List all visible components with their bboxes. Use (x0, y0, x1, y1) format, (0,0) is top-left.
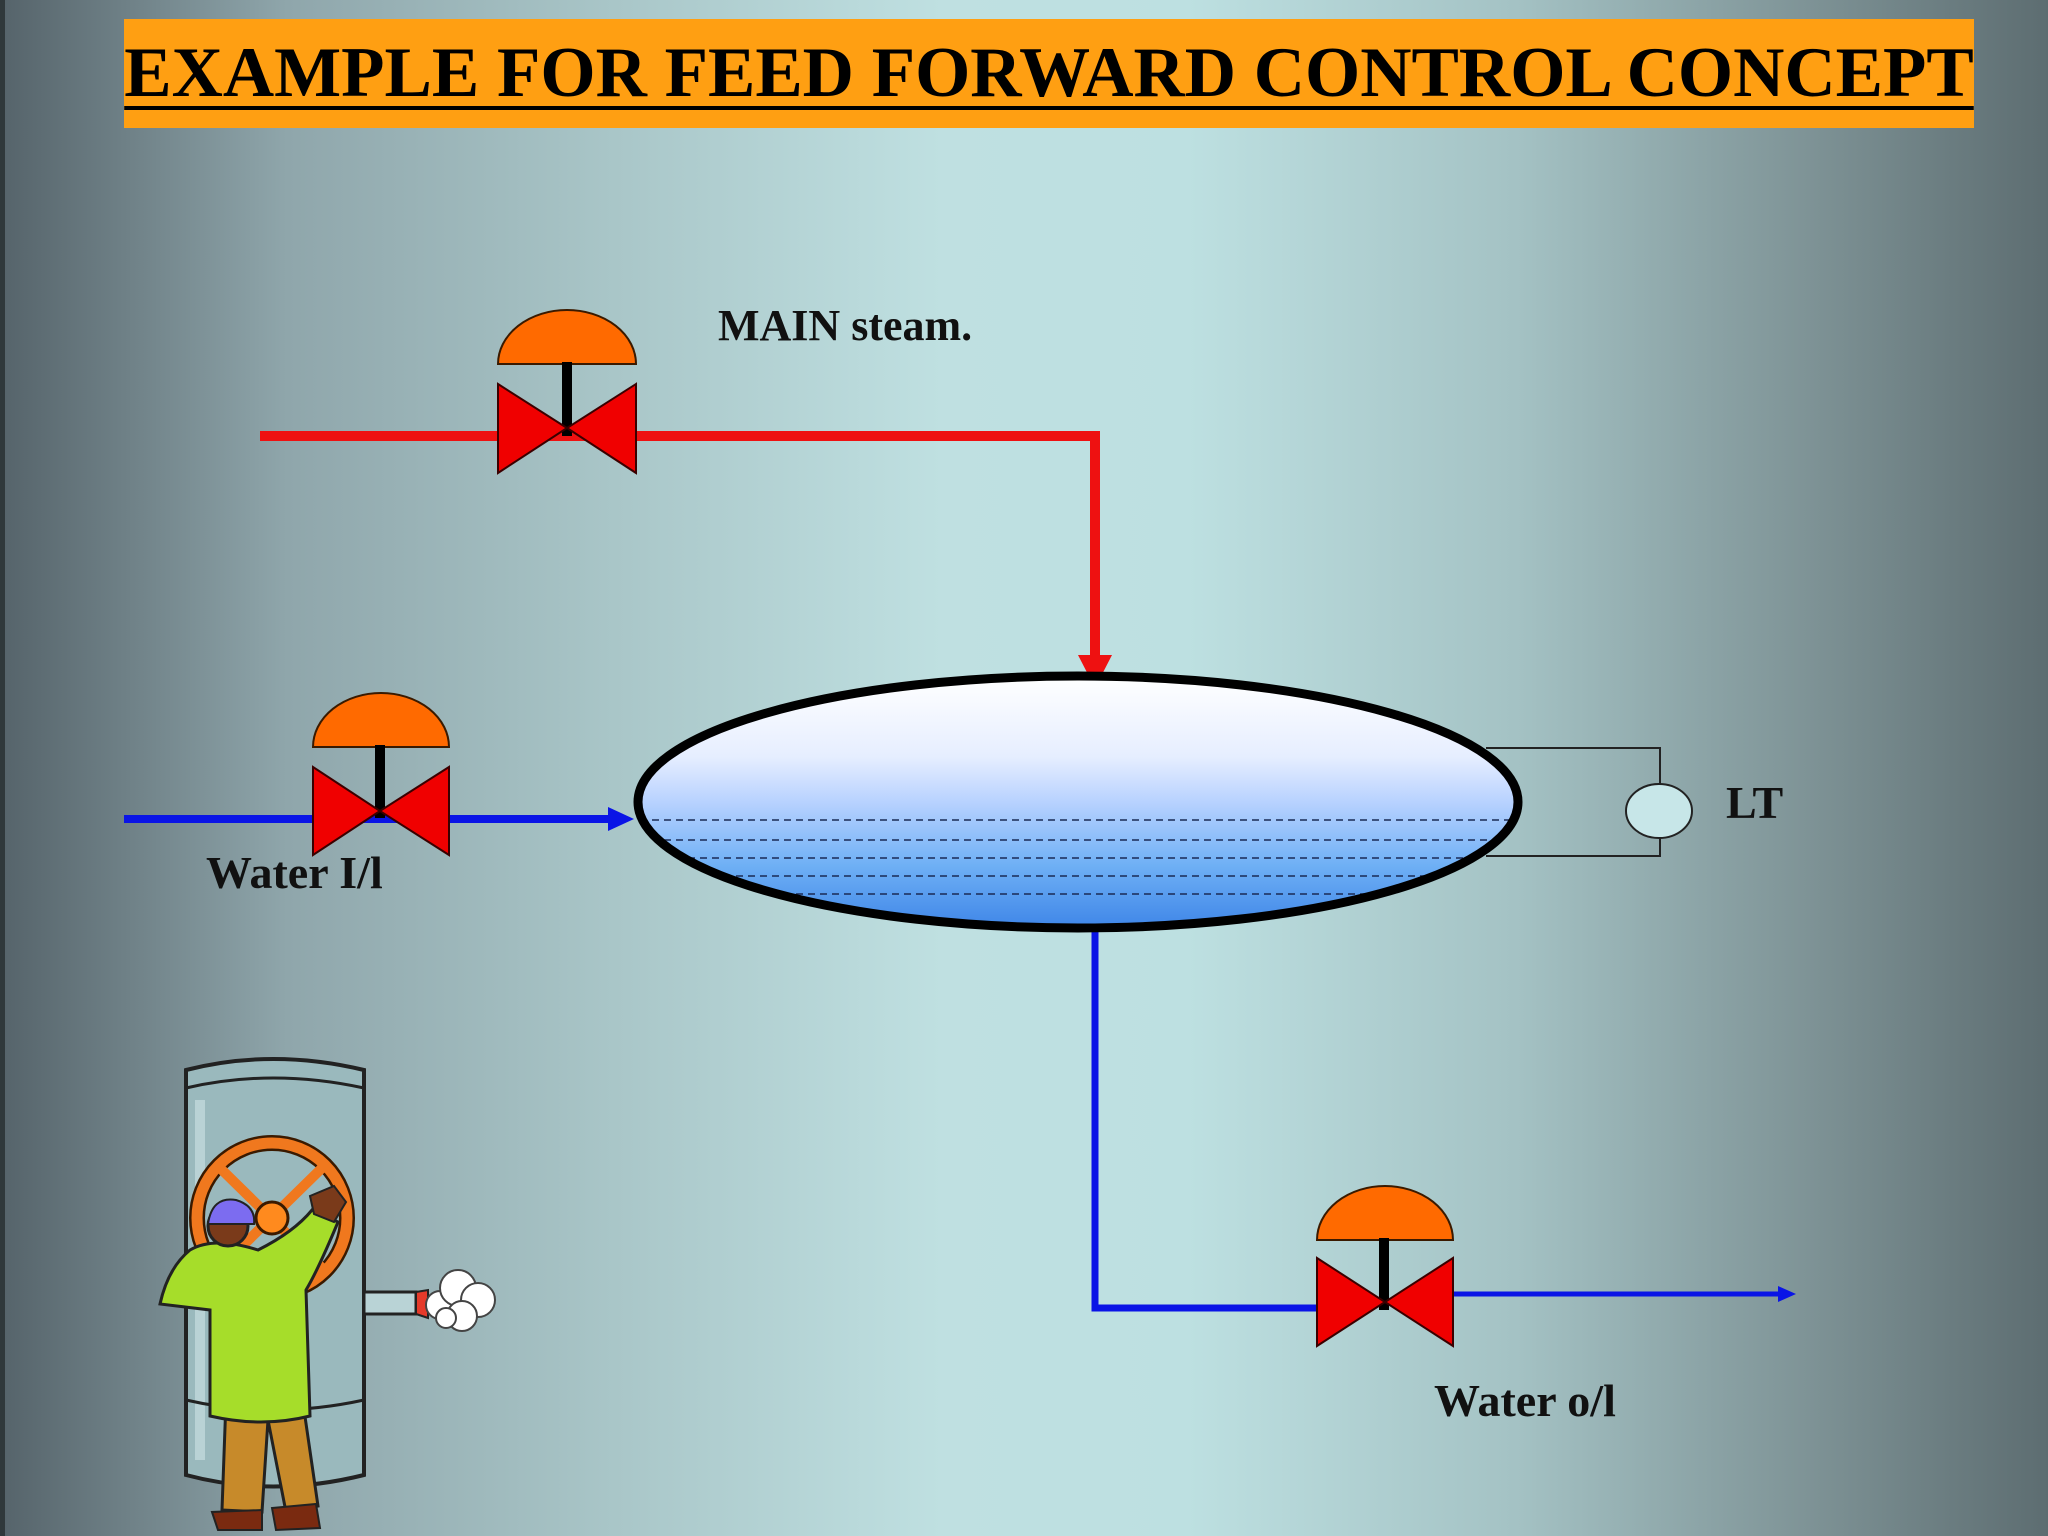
inlet-valve-actuator-icon (311, 692, 451, 748)
steam-valve-body-icon (497, 382, 569, 475)
water-inlet-label: Water I/l (206, 847, 383, 898)
level-transmitter-icon (1625, 783, 1693, 839)
level-transmitter-label: LT (1726, 777, 1784, 828)
outlet-valve-body-icon (1316, 1256, 1387, 1348)
outlet-valve-actuator-icon (1315, 1185, 1455, 1241)
water-inlet-valve[interactable] (311, 692, 451, 857)
left-edge-bar (0, 0, 5, 1536)
operator-clipart (158, 1057, 496, 1532)
level-transmitter (1486, 747, 1693, 857)
title-banner: EXAMPLE FOR FEED FORWARD CONTROL CONCEPT (124, 19, 1974, 128)
operator-person-illustration (158, 1208, 340, 1424)
water-inlet-arrow (608, 807, 634, 831)
steam-puff-icon (425, 1269, 496, 1332)
water-outlet-label: Water o/l (1434, 1375, 1616, 1426)
inlet-valve-body-icon (312, 765, 382, 857)
steam-valve-actuator-icon (496, 309, 638, 365)
steam-valve[interactable] (496, 309, 638, 475)
main-steam-line (260, 431, 1112, 688)
water-outlet-valve[interactable] (1315, 1185, 1455, 1348)
water-outlet-arrow (1778, 1286, 1796, 1302)
steam-flow-arrow (1078, 655, 1112, 688)
steam-drum (633, 671, 1523, 933)
main-steam-label: MAIN steam. (718, 301, 973, 350)
page-title: EXAMPLE FOR FEED FORWARD CONTROL CONCEPT (124, 34, 1974, 112)
water-outlet-line (1091, 928, 1796, 1312)
